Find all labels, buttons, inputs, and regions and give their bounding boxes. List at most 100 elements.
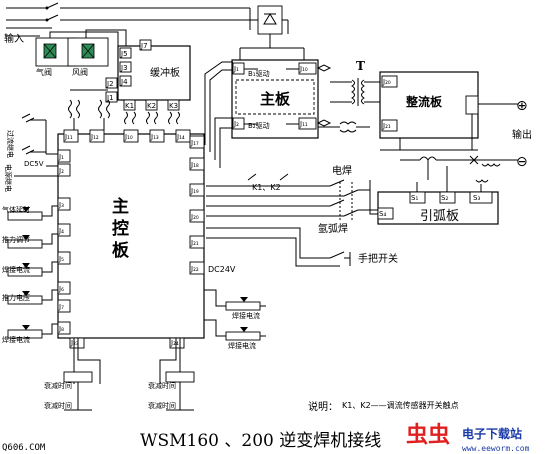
control-terminal: J₁₇ — [190, 139, 199, 147]
transformer: T — [318, 59, 380, 133]
potentiometer — [225, 331, 261, 341]
control-terminal: J₂₄ — [170, 339, 179, 347]
main-terminal: J₁ — [233, 65, 239, 73]
arc-terminal: S₄ — [379, 210, 386, 218]
watermark-left: Q606.COM — [2, 443, 46, 453]
gas-delay-label: 气体延时 — [2, 205, 30, 214]
control-terminal-box — [57, 251, 71, 265]
weld-current-r1-label: 焊接电流 — [232, 311, 260, 320]
valves: 气阀 风阀 — [35, 29, 127, 77]
buffer-terminal: K1 — [125, 102, 134, 110]
control-terminal: J₈ — [58, 325, 64, 333]
control-to-main-wires — [204, 61, 332, 168]
b2-drive-label: B₂驱动 — [248, 121, 270, 130]
control-terminal: J₁₃ — [150, 133, 159, 141]
b1-drive-label: B₁驱动 — [248, 69, 270, 78]
main-control-board: 主 控 板 DC24V — [57, 133, 236, 339]
control-terminal-box — [57, 163, 71, 177]
dc5v-label: DC5V — [24, 160, 44, 168]
control-terminal-box — [189, 135, 205, 149]
argon-weld-label: 氩弧焊 — [318, 222, 348, 235]
control-terminal-box — [57, 321, 71, 335]
diagram-title: WSM160 、200 逆变焊机接线 — [140, 431, 381, 451]
overheat-relay-label: 过流继电 — [6, 130, 15, 158]
weld-current-1-label: 焊接电流 — [2, 265, 30, 274]
control-terminal-box — [63, 129, 79, 143]
control-terminal-box — [57, 149, 71, 163]
bottom-label-2: 衰减时间 — [44, 401, 72, 410]
control-terminal: J₂₂ — [190, 265, 199, 273]
buffer-terminal: J4 — [120, 78, 128, 86]
control-terminal: J₃ — [58, 201, 64, 209]
buffer-terminal: K3 — [169, 102, 178, 110]
control-terminal-box — [149, 129, 165, 143]
control-terminal: J₂₀ — [190, 213, 199, 221]
control-terminal: J₆ — [58, 285, 64, 293]
control-terminal-box — [189, 157, 205, 171]
buffer-terminal: J5 — [120, 50, 128, 58]
thrust-adjust-label: 推力调节 — [2, 235, 30, 244]
bottom-pots: 衰减时间 衰减时间 衰减时间 衰减时间 — [44, 338, 195, 411]
logo-mark: 虫虫 — [406, 422, 450, 448]
control-terminal-box — [189, 209, 205, 223]
potentiometer-wiper-icon — [240, 327, 248, 332]
k1k2-label: K1、K2 — [252, 183, 281, 192]
rectifier-board-label: 整流板 — [405, 94, 443, 109]
control-terminal: J₂₁ — [190, 239, 199, 247]
control-terminal-box — [189, 183, 205, 197]
buffer-board-label: 缓冲板 — [150, 66, 180, 79]
control-terminal-box — [169, 337, 185, 349]
control-terminal-box — [189, 235, 205, 249]
control-terminal: J₂ — [58, 167, 64, 175]
dc24v-label: DC24V — [208, 265, 236, 274]
control-terminal: J₁ — [58, 153, 64, 161]
main-board-label: 主板 — [260, 90, 291, 108]
output-filter — [380, 149, 501, 180]
rect-terminal: J₂₀ — [382, 78, 391, 86]
control-board-label-2: 控 — [112, 218, 129, 239]
arc-terminal: S₂ — [441, 194, 448, 202]
potentiometer-wiper-icon — [22, 235, 30, 240]
hand-switch: 手把开关 — [206, 227, 398, 267]
output-plus-icon: ⊕ — [516, 98, 528, 114]
control-terminal-box — [57, 223, 71, 237]
buffer-terminal: J2 — [106, 80, 114, 88]
rect-terminal: J₂₁ — [382, 122, 391, 130]
note-prefix: 说明： — [308, 400, 338, 413]
thrust-voltage-label: 推力电压 — [2, 293, 30, 302]
potentiometer-wiper-icon — [22, 291, 30, 296]
potentiometer-wiper-icon — [22, 263, 30, 268]
buffer-terminal: J1 — [106, 94, 114, 102]
arc-board: 引弧板 S₁ S₂ S₃ S₄ — [369, 166, 499, 225]
main-terminal: J₁₀ — [299, 65, 308, 73]
arc-terminal: S₃ — [473, 194, 480, 202]
buffer-terminal: K2 — [147, 102, 156, 110]
logo-url: www.eeworm.com — [462, 444, 530, 453]
buffer-board: 缓冲板 J5 J7 J3 J4 J2 J1 K1 K2 K3 — [105, 39, 191, 111]
control-terminal: J₅ — [58, 255, 64, 263]
site-logo: 虫虫 电子下载站 www.eeworm.com — [406, 422, 530, 453]
control-terminal: J₁₈ — [190, 161, 199, 169]
control-terminal-box — [189, 261, 205, 275]
power-relay-label: 电源继电 — [4, 164, 13, 192]
main-terminal: J₂ — [233, 120, 239, 128]
rectifier-board: 整流板 J₂₀ J₂₁ ⊕ — [379, 71, 528, 150]
transformer-label: T — [356, 59, 365, 73]
bottom-label-1: 衰减时间 — [44, 381, 72, 390]
buffer-terminal: J7 — [140, 42, 148, 50]
control-terminal: J₁₂ — [90, 133, 99, 141]
weld-current-2-label: 焊接电流 — [2, 335, 30, 344]
control-terminal: J₇ — [58, 303, 64, 311]
control-terminal-box — [57, 299, 71, 313]
control-terminal-box — [57, 197, 71, 211]
note-body: K1、K2——调流传感器开关触点 — [342, 400, 459, 410]
potentiometer-wiper-icon — [22, 207, 30, 212]
arc-board-label: 引弧板 — [420, 209, 459, 224]
potentiometer — [225, 301, 261, 311]
control-terminal-box — [89, 129, 105, 143]
control-terminal: J₁₉ — [190, 187, 199, 195]
bottom-label-3: 衰减时间 — [148, 381, 176, 390]
bottom-label-4: 衰减时间 — [148, 401, 176, 410]
